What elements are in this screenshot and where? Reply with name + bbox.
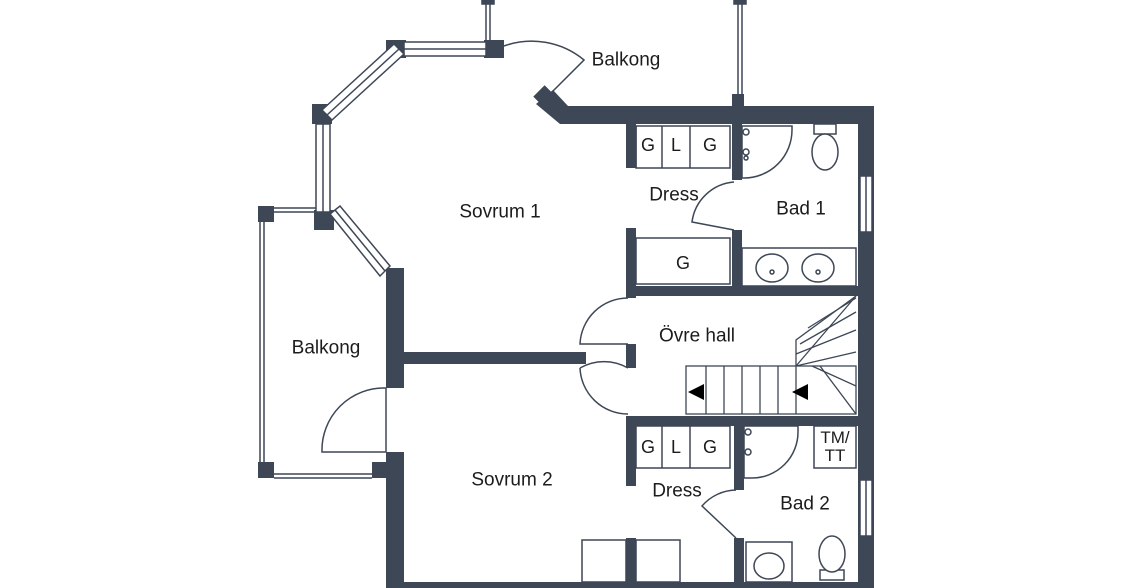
stair-arrows (688, 384, 808, 400)
post-balkong-bottom (258, 462, 274, 478)
wall-bad1-left-upper (732, 124, 742, 180)
tm-tt-box (813, 425, 857, 469)
wall-between-bedrooms (404, 352, 586, 364)
wall-dress1-left (626, 124, 636, 168)
label-tm-tt: TM/ TT (820, 429, 849, 465)
right-windows (859, 175, 873, 537)
closet-dress1-g2: G (702, 135, 718, 155)
wall-top-right (536, 90, 874, 124)
toilet-1-tank (813, 123, 837, 135)
doors (321, 40, 737, 539)
label-balkong-top: Balkong (591, 49, 661, 71)
bad1-fixtures (741, 123, 857, 287)
stair-arrow-left (688, 384, 704, 400)
balkong-top-railing (481, 0, 747, 94)
closet-hall-g: G (675, 253, 691, 273)
wall-top-post (732, 94, 744, 108)
wall-dress2-mid (626, 538, 636, 588)
closet-dress1-g1: G (640, 135, 656, 155)
walls (258, 40, 874, 588)
label-sovrum-2: Sovrum 2 (471, 469, 553, 491)
post-balkong-top (258, 206, 274, 222)
label-bad-2: Bad 2 (780, 493, 830, 515)
toilet-1-bowl (811, 133, 839, 171)
label-dress-2: Dress (652, 480, 702, 502)
label-sovrum-1: Sovrum 1 (459, 201, 541, 223)
wall-left-sovrum2 (386, 452, 404, 588)
wall-hall-bottom (626, 416, 874, 426)
wall-bad2-left-upper (734, 416, 744, 490)
toilet-2-bowl (818, 535, 846, 573)
stairs (685, 295, 857, 415)
closet-dress2-g2: G (702, 437, 718, 457)
label-dress-1: Dress (649, 184, 699, 206)
post-balkong-br (372, 462, 388, 478)
bad2-fixtures (743, 425, 857, 583)
wall-hall-top (626, 286, 874, 296)
wall-bad1-left-lower (732, 230, 742, 290)
label-ovre-hall: Övre hall (658, 325, 736, 347)
wall-left-sovrum1 (386, 268, 404, 388)
stair-arrow-right (792, 384, 808, 400)
closet-dress2-l: L (670, 437, 682, 457)
wardrobes (581, 125, 731, 583)
wall-bad2-left-lower (734, 538, 744, 588)
post-bay-left-bottom (314, 210, 334, 230)
label-bad-1: Bad 1 (776, 198, 826, 220)
closet-dress1-l: L (670, 135, 682, 155)
label-tt: TT (824, 446, 846, 465)
closet-dress2-g1: G (640, 437, 656, 457)
shower-1 (741, 125, 793, 179)
label-balkong-left: Balkong (291, 337, 361, 359)
wall-dress2-left (626, 416, 636, 486)
bay-windows (315, 41, 487, 278)
wall-hall-left-stub (626, 344, 636, 368)
wall-g-left (626, 228, 636, 298)
balkong-left-railing (259, 207, 372, 479)
post-bay-top-right (484, 40, 504, 58)
label-tm: TM/ (820, 428, 850, 447)
shower-2 (743, 425, 799, 479)
